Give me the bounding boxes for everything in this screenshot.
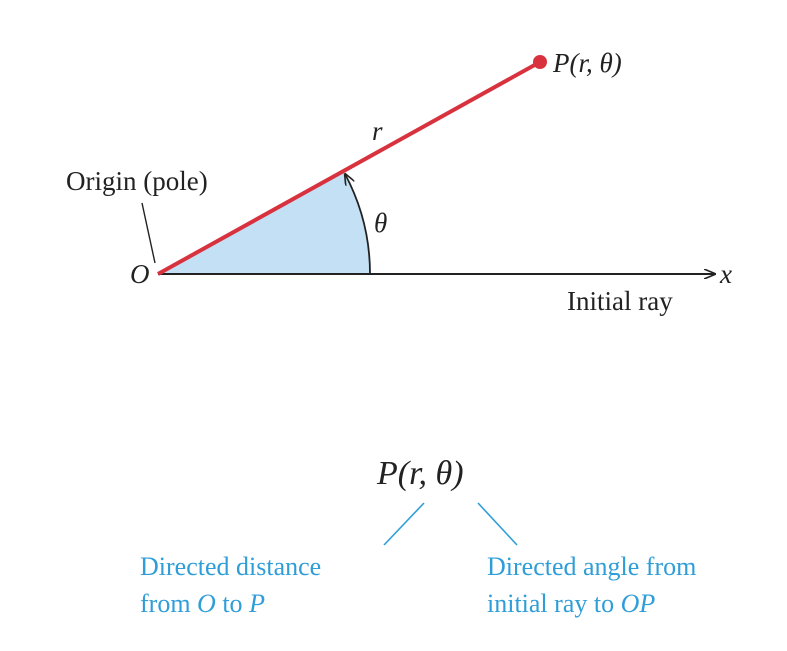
right-note-line1: Directed angle from (487, 552, 696, 581)
left-note-line1: Directed distance (140, 552, 321, 581)
bottom-point-label: P(r, θ) (376, 455, 464, 492)
theta-label: θ (374, 208, 387, 238)
theta-arc-arrow (345, 174, 371, 275)
r-label: r (372, 116, 383, 146)
left-note-line2: from O to P (140, 589, 265, 618)
point-label: P(r, θ) (552, 48, 622, 78)
angle-sector (158, 171, 370, 274)
radius-ray (157, 60, 541, 276)
origin-label: Origin (pole) (66, 166, 208, 196)
initial-ray-label: Initial ray (567, 286, 673, 316)
origin-leader-line (141, 202, 156, 264)
right-note-line2: initial ray to OP (487, 589, 655, 618)
point-p (533, 55, 547, 69)
right-leader-line (477, 502, 518, 546)
o-label: O (130, 259, 150, 289)
left-leader-line (383, 502, 425, 546)
x-axis-label: x (719, 259, 732, 289)
